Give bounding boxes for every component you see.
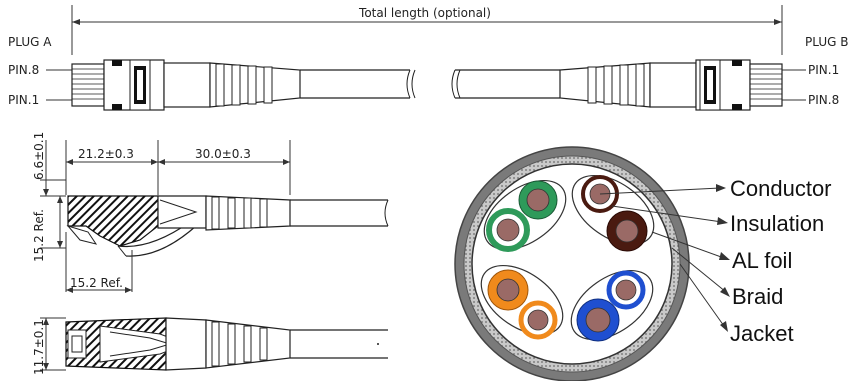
plug-a-label: PLUG A: [8, 35, 52, 49]
callout-braid: Braid: [732, 284, 783, 309]
total-length-label: Total length (optional): [358, 6, 491, 20]
side-view: 21.2±0.3 30.0±0.3 6.6±0.1 15.2 Ref.: [32, 132, 389, 293]
bottom-width-dimension: 15.2 Ref.: [70, 276, 123, 290]
callout-al-foil: AL foil: [732, 248, 792, 273]
plug-b-pin8-label: PIN.8: [808, 93, 839, 107]
side-height-dimension: 15.2 Ref.: [32, 209, 46, 262]
plug-b: PLUG B PIN.1 PIN.8: [451, 35, 848, 111]
total-length-dimension: Total length (optional): [71, 5, 783, 55]
bottom-view: 11.7±0.1: [32, 317, 388, 375]
top-height-dimension: 6.6±0.1: [32, 132, 46, 180]
plug-a: PLUG A PIN.8 PIN.1: [8, 35, 416, 111]
callout-conductor: Conductor: [730, 176, 832, 201]
boot-length-dimension: 30.0±0.3: [195, 147, 251, 161]
plug-b-label: PLUG B: [805, 35, 848, 49]
plug-length-dimension: 21.2±0.3: [78, 147, 134, 161]
plug-a-pin1-label: PIN.1: [8, 93, 39, 107]
callout-jacket: Jacket: [730, 321, 794, 346]
plug-a-pin8-label: PIN.8: [8, 63, 39, 77]
cable-cross-section: Conductor Insulation AL foil Braid Jacke…: [454, 146, 832, 381]
callout-insulation: Insulation: [730, 211, 824, 236]
plug-width-dimension: 11.7±0.1: [32, 319, 46, 375]
plug-b-pin1-label: PIN.1: [808, 63, 839, 77]
